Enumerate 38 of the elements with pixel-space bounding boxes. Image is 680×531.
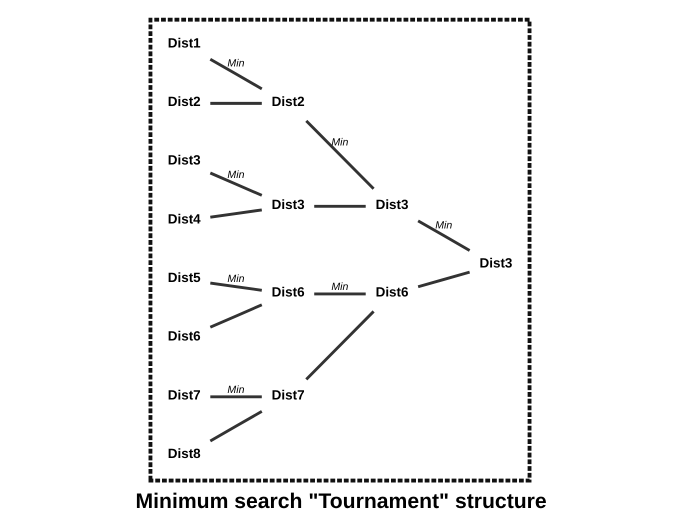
- node-text: Dist2: [168, 94, 201, 109]
- caption: Minimum search "Tournament" structure: [136, 490, 547, 514]
- node-text: Dist7: [272, 387, 305, 402]
- connector: [305, 310, 375, 380]
- edge-label: Min: [227, 384, 244, 396]
- node-text: Dist3: [376, 196, 409, 212]
- connector: [417, 220, 470, 252]
- node-text: Dist6: [376, 284, 409, 300]
- connector: [210, 395, 262, 398]
- connector: [314, 204, 366, 208]
- node-text: Dist8: [168, 446, 201, 462]
- edge-label: Min: [331, 136, 348, 149]
- edge-label: Min: [227, 58, 244, 70]
- node-text: Dist7: [168, 387, 201, 402]
- connector: [305, 120, 375, 190]
- edge-label: Min: [227, 169, 244, 182]
- connector: [210, 410, 263, 442]
- node-text: Dist5: [168, 270, 201, 286]
- node-text: Dist3: [168, 152, 201, 168]
- connector: [210, 208, 262, 219]
- connector: [314, 292, 366, 296]
- node-text: Dist1: [168, 35, 201, 50]
- connector: [418, 270, 470, 288]
- connector: [210, 172, 262, 197]
- connector: [210, 58, 263, 90]
- node-text: Dist3: [480, 256, 512, 271]
- node-text: Dist6: [272, 284, 305, 300]
- edge-label: Min: [435, 219, 452, 232]
- edge-label: Min: [227, 273, 244, 286]
- connector: [210, 102, 262, 105]
- node-text: Dist3: [272, 196, 305, 212]
- node-text: Dist4: [168, 211, 201, 226]
- edge-label: Min: [331, 280, 348, 293]
- node-text: Dist6: [168, 328, 201, 344]
- node-text: Dist2: [272, 94, 305, 109]
- connector: [210, 282, 262, 292]
- cluster: [148, 18, 532, 482]
- connector: [210, 304, 262, 329]
